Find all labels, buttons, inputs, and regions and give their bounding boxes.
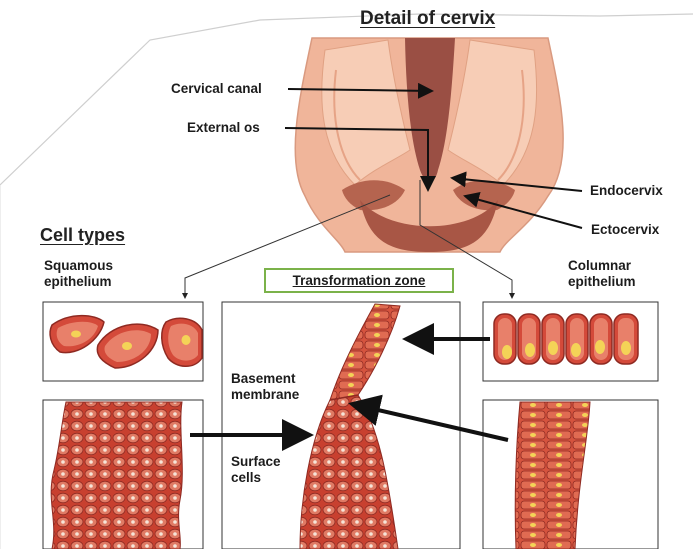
label-external-os: External os xyxy=(187,120,260,136)
label-transformation-zone: Transformation zone xyxy=(293,273,426,288)
label-basement-line2: membrane xyxy=(231,387,341,403)
diagram-title: Detail of cervix xyxy=(360,8,495,30)
label-columnar-line1: Columnar xyxy=(568,258,678,274)
label-surface-cells: Surface cells xyxy=(231,454,341,486)
label-columnar-line2: epithelium xyxy=(568,274,678,290)
label-ectocervix: Ectocervix xyxy=(591,222,659,238)
cervix-illustration xyxy=(295,38,563,252)
label-squamous-line2: epithelium xyxy=(44,274,154,290)
label-squamous-line1: Squamous xyxy=(44,258,154,274)
label-squamous-epithelium: Squamous epithelium xyxy=(44,258,154,290)
label-surface-line2: cells xyxy=(231,470,341,486)
label-basement-line1: Basement xyxy=(231,371,341,387)
label-columnar-epithelium: Columnar epithelium xyxy=(568,258,678,290)
label-basement-membrane: Basement membrane xyxy=(231,371,341,403)
squamous-tissue xyxy=(51,402,182,549)
columnar-cells-row xyxy=(494,314,638,364)
label-endocervix: Endocervix xyxy=(590,183,663,199)
label-cervical-canal: Cervical canal xyxy=(171,81,262,97)
label-surface-line1: Surface xyxy=(231,454,341,470)
transformation-zone-box: Transformation zone xyxy=(264,268,454,293)
cell-types-heading: Cell types xyxy=(40,225,125,246)
